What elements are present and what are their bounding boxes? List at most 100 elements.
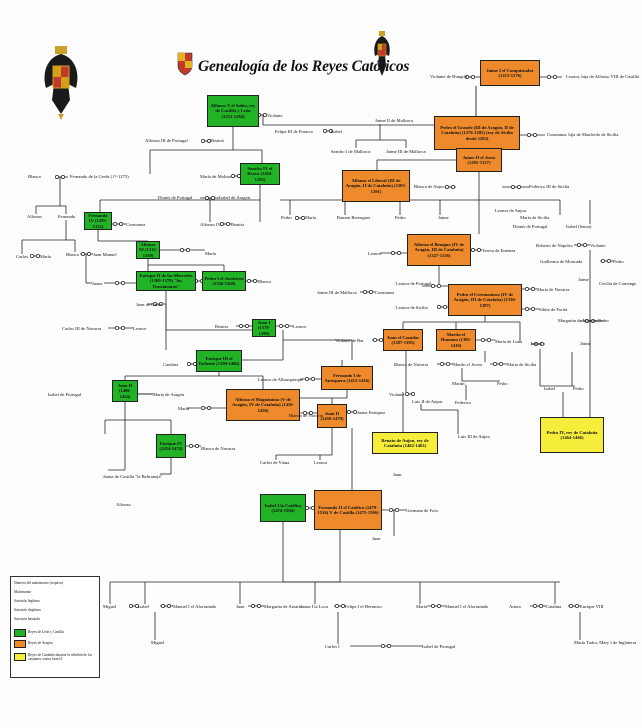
label-juan-gante: Juan de Gante	[136, 302, 163, 307]
label-jaime-1: Jaime	[438, 215, 449, 220]
box-alfonso-x: Alfonso X el Sabio, rey de Castilla y Le…	[207, 95, 259, 127]
label-leonor-sicilia: Leonor de Sicilia	[396, 305, 428, 310]
label-miguel: Miguel	[103, 604, 117, 609]
marriage-alfonso-xi	[180, 248, 190, 252]
label-juan-2: Juan	[372, 536, 381, 541]
label-pedro-6: Pedro	[573, 386, 584, 391]
marriage-isabel-jaime	[534, 342, 544, 346]
eagle-crest-small-icon	[374, 31, 390, 76]
label-alfonso-iii-portugal: Alfonso III de Portugal	[145, 138, 188, 143]
label-jaime-ii-mallorca: Jaime II de Mallorca	[375, 118, 414, 123]
marriage-isabel-manuel	[161, 604, 171, 608]
legend-swatch-castilla	[14, 629, 26, 637]
label-dionis: Dionís de Portugal	[158, 195, 193, 200]
box-juan-cazador: Juan el Cazador (1387-1395)	[383, 329, 423, 351]
label-blanca-navarra-3: Blanca de Navarra	[201, 446, 236, 451]
label-isabel-portugal-2: Isabel de Portugal	[422, 644, 456, 649]
label-isabel-1: Isabel	[331, 129, 342, 134]
marriage-alfonso-iv-leonor	[391, 251, 401, 255]
marriage-margarita	[585, 319, 595, 323]
label-blanca-navarra: Blanca de Navarra	[394, 362, 429, 367]
legend-swatch-aragon	[14, 640, 26, 648]
legend-swatch-catalunya	[14, 653, 26, 661]
label-arturo: Arturo	[509, 604, 522, 609]
label-isabel-aragon: Isabel de Aragón	[219, 195, 251, 200]
label-dionis-portugal: Dionís de Portugal	[513, 224, 548, 229]
marriage-pedro-iv-maria	[525, 287, 535, 291]
label-pedro-3: Pedro	[613, 259, 624, 264]
label-jaime-iii-mallorca-1: Jaime III de Mallorca	[386, 149, 426, 154]
label-isabel-santa: Isabel (Santa)	[566, 224, 592, 229]
label-maria-molina: María de Molina	[200, 174, 231, 179]
label-margarita-monferrato: Margarita de Monferrato	[558, 318, 604, 323]
box-fernando-iv: Fernando IV (1295-1312)	[84, 212, 112, 230]
label-juana-beltraneja: Juana de Castilla "la Beltraneja"	[103, 474, 163, 479]
label-maria-sicilia: María de Sicilia	[520, 215, 550, 220]
legend-marriage: Matrimonio	[14, 590, 32, 594]
label-violante-2: Violante	[590, 243, 606, 248]
marriage-jaime-i-violante	[465, 75, 475, 79]
label-pedro-2: Pedro	[395, 215, 406, 220]
marriage-pedro-iv-leonor-portugal	[431, 284, 441, 288]
label-cecilia-comenge: Cecilia de Comenge	[599, 281, 637, 286]
label-ramon-berenguer: Ramon Berenguer	[337, 215, 371, 220]
marriage-fernando-iv	[113, 222, 123, 226]
box-alfonso-v: Alfonso el Magnánimo (V de Aragón, IV de…	[226, 389, 300, 421]
legend-illegit: Sucesión ilegítima	[14, 608, 41, 612]
legend-catalunya: Reyes de Cataluña durante la rebelión de…	[28, 653, 92, 661]
box-pedro-iv: Pedro el Ceremonioso (IV de Aragón, III …	[448, 284, 522, 316]
label-juana-1: Juana	[92, 281, 103, 286]
marriage-cerda	[55, 175, 65, 179]
label-juan-1: Juan	[393, 472, 402, 477]
label-carlos-1: Carlos	[16, 254, 28, 259]
label-sibila-fortia: Sibila de Fortià	[539, 307, 568, 312]
marriage-guillerma	[601, 259, 611, 263]
label-pedro-1: Pedro	[281, 215, 292, 220]
marriage-carlos-isabel	[381, 644, 391, 648]
label-maria-5: María	[416, 604, 427, 609]
marriage-juan-gante	[153, 302, 163, 306]
marriage-maria-manuel	[431, 604, 441, 608]
legend-aragon: Reyes de Aragón	[28, 641, 53, 645]
marriage-enrique-ii	[115, 281, 125, 285]
label-martin-joven: Martín el Joven	[453, 362, 482, 367]
box-jaime-i: Jaime I el Conquistador (1213-1276)	[480, 60, 540, 86]
label-maria-2: María	[40, 254, 51, 259]
eagle-crest-icon	[44, 46, 78, 120]
label-maria-tudor: María Tudor, Mary I de Inglaterra	[574, 640, 637, 645]
box-pedro-iv-cataluna: Pedro IV, rey de Cataluña (1464-1466)	[540, 417, 604, 453]
label-violante: Violante	[267, 113, 283, 118]
box-martin-humano: Martín el Humano (1395-1410)	[436, 329, 476, 351]
label-maria-sicilia-2: María de Sicilia	[507, 362, 537, 367]
legend-castilla: Reyes de León y Castilla	[28, 630, 64, 634]
label-beatriz-1: Beatriz	[211, 138, 225, 143]
label-isabel-4: Isabel	[138, 604, 149, 609]
marriage-pedro-blanca	[247, 279, 257, 283]
box-juan-ii-castilla: Juan II (1406-1454)	[112, 380, 138, 402]
label-fernando-cerda: Fernando de la Cerda (1?-1275)	[70, 174, 129, 179]
label-blanca-navarra-2: Blanca de Navarra	[289, 413, 324, 418]
label-alfonso: Alfonso	[27, 214, 42, 219]
label-luis-iii-anjou: Luis III de Anjou	[458, 434, 490, 439]
label-felipe-iii: Felipe III de Francia	[275, 129, 313, 134]
label-isabel-2: Isabel	[531, 341, 542, 346]
marriage-pedro-iv-leonor-sicilia	[437, 305, 447, 309]
label-germana-foix: Germana de Foix	[406, 508, 438, 513]
marriage-juana-felipe	[335, 604, 345, 608]
label-maria-1: María	[305, 215, 316, 220]
label-roberto-napoles: Roberto de Nápoles	[536, 243, 573, 248]
label-leonor-2: Leonor	[133, 326, 147, 331]
box-enrique-iv: Enrique IV (1454-1474)	[156, 434, 186, 458]
label-juana-loca: Juana I la Loca	[300, 604, 328, 609]
box-fernando-i: Fernando I de Antequera (1412-1416)	[321, 366, 373, 390]
label-blanca-2: Blanca	[66, 252, 79, 257]
marriage-juan-i-beatriz	[239, 324, 249, 328]
marriage-alfonso-iv-teresa	[471, 248, 481, 252]
marriage-fernando-leonor	[305, 377, 315, 381]
marriage-roberto	[577, 243, 587, 247]
label-carlos-viana: Carlos de Viana	[260, 460, 290, 465]
box-pedro-i: Pedro I el Justiciero (1350-1369)	[202, 271, 246, 291]
label-leonor-castilla: Leonor, hija de Alfonso VIII de Castilla	[566, 74, 640, 79]
legend: Número del matrimonio (esquiva) Matrimon…	[10, 576, 100, 678]
